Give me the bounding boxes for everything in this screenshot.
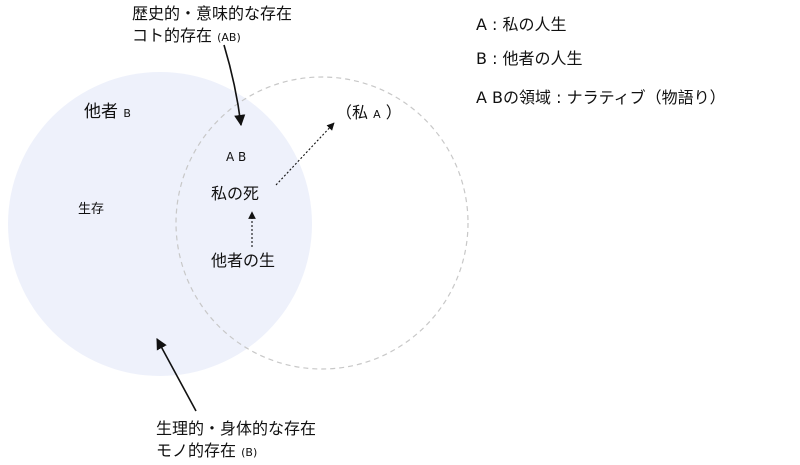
bottom-caption-line1: 生理的・身体的な存在 <box>156 419 317 438</box>
bottom-caption: 生理的・身体的な存在 モノ的存在 (B) <box>156 418 316 464</box>
circle-a-label-main: （私 <box>336 103 369 122</box>
overlap-region-label: A B <box>226 150 247 164</box>
arrow-history-to-ab <box>223 44 246 127</box>
circle-a-label-tag: A <box>373 108 381 121</box>
top-caption-main: コト的存在 <box>132 26 213 45</box>
other-life-label: 他者の生 <box>211 251 276 270</box>
circle-b-other-life <box>8 72 312 376</box>
legend-a: A : 私の人生 <box>476 15 567 34</box>
circle-a-my-life <box>175 76 469 370</box>
bottom-caption-line2: モノ的存在 (B) <box>156 440 316 464</box>
circle-a-label-close: ） <box>385 103 402 122</box>
bottom-caption-main: モノ的存在 <box>156 441 237 460</box>
bottom-caption-tag: (B) <box>241 446 258 459</box>
top-caption-tag: (AB) <box>217 31 241 44</box>
circle-b-label: 他者 B <box>84 104 131 121</box>
legend-ab: A Bの領域 : ナラティブ（物語り） <box>476 88 726 107</box>
circle-a-label: （私 A ） <box>336 105 402 121</box>
top-caption-line1: 歴史的・意味的な存在 <box>132 4 293 23</box>
top-caption-line2: コト的存在 (AB) <box>132 25 292 49</box>
my-death-label: 私の死 <box>211 184 260 203</box>
circle-b-label-main: 他者 <box>84 102 118 122</box>
legend-b: B : 他者の人生 <box>476 49 583 68</box>
arrow-physiology-to-b <box>156 338 197 412</box>
survival-label: 生存 <box>78 202 105 217</box>
top-caption: 歴史的・意味的な存在 コト的存在 (AB) <box>132 3 292 49</box>
circle-b-label-tag: B <box>123 107 131 120</box>
